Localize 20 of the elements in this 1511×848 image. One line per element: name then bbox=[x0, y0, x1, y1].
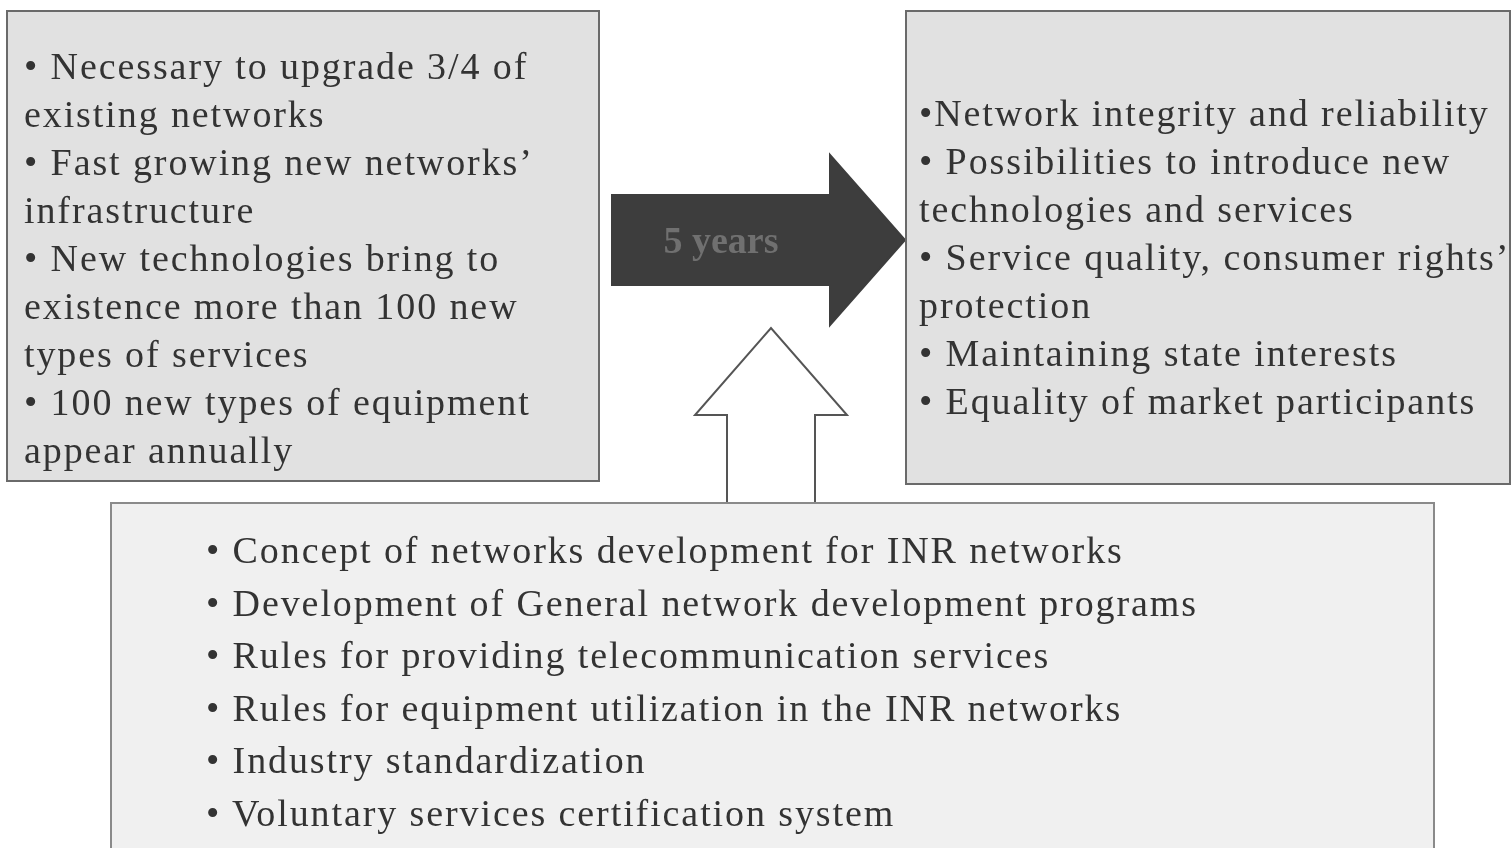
bullet-item: • Concept of networks development for INR networks bbox=[206, 528, 1125, 573]
hollow-arrow bbox=[692, 326, 850, 503]
text-panel bbox=[6, 10, 600, 482]
bullet-item: • Industry standardization bbox=[206, 738, 648, 783]
text-panel bbox=[110, 502, 1435, 848]
bullet-item: • Rules for equipment utilization in the INR networks bbox=[206, 685, 1124, 731]
block-arrow bbox=[611, 152, 907, 328]
bullet-item: • 100 new types of equipment appear annually bbox=[24, 380, 532, 473]
bullet-item: • Fast growing new networks’ infrastructure bbox=[24, 140, 532, 233]
bullet-item: • Rules for providing telecommunication services bbox=[206, 633, 1052, 678]
bullet-item: • Voluntary services certification system bbox=[206, 790, 897, 836]
bullet-item: • New technologies bring to existence more than 100 new types of services bbox=[24, 236, 520, 377]
bullet-item: • Service quality, consumer rights’ protection bbox=[919, 235, 1509, 328]
bullet-item: • Maintaining state interests bbox=[919, 331, 1399, 376]
bullet-item: • Equality of market participants bbox=[919, 379, 1478, 424]
text-panel bbox=[905, 10, 1511, 485]
bullet-item: • Possibilities to introduce new technologies and services bbox=[919, 139, 1453, 232]
bullet-item: • Development of General network development programs bbox=[206, 580, 1199, 626]
bullet-item: • Necessary to upgrade 3/4 of existing networks bbox=[24, 44, 530, 137]
bullet-item: •Network integrity and reliability bbox=[919, 91, 1491, 136]
